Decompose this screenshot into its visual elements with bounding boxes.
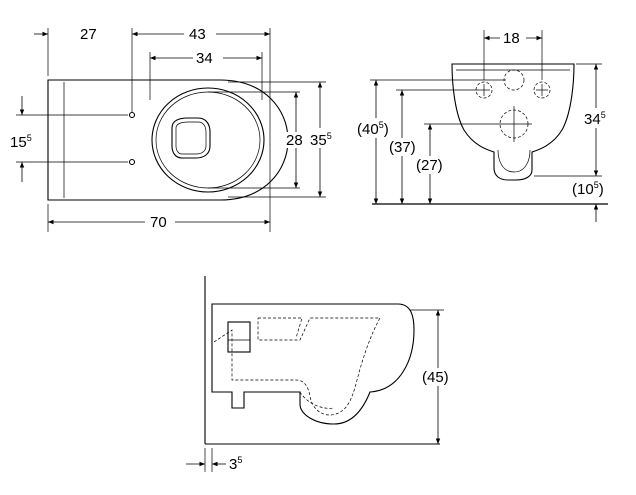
- inlet-left: [475, 81, 493, 99]
- dim-label-34-front: 345: [584, 110, 606, 128]
- fixing-hole-upper: [128, 111, 136, 119]
- dim-label-35: 355: [310, 131, 332, 149]
- side-view-outline: [211, 303, 415, 425]
- dim-label-34: 34: [196, 50, 213, 67]
- side-view: (45) 35: [186, 276, 454, 473]
- top-view: 27 43 34 155 28 355 70: [10, 26, 336, 232]
- dim-label-45: (45): [422, 369, 449, 386]
- inlet-right: [533, 81, 551, 99]
- top-view-outlet-inner: [175, 121, 207, 155]
- front-view-outline: [451, 63, 575, 181]
- dim-label-43: 43: [189, 26, 206, 43]
- dim-label-3: 35: [229, 455, 242, 473]
- dim-label-27: 27: [80, 26, 97, 43]
- top-view-outlet: [171, 117, 211, 159]
- dim-label-28: 28: [286, 132, 303, 149]
- dim-label-27-front: (27): [416, 157, 443, 174]
- inlet-center: [503, 69, 525, 91]
- dim-label-15: 155: [10, 133, 32, 151]
- dim-label-18: 18: [503, 30, 520, 47]
- dim-label-10: (105): [572, 180, 604, 198]
- front-view: 18 (405) (37) (27) 345 (105): [356, 30, 614, 222]
- fixing-hole-lower: [128, 158, 136, 166]
- dim-label-37: (37): [389, 139, 416, 156]
- top-view-bowl-rim: [151, 87, 265, 193]
- dim-label-40: (405): [357, 120, 389, 138]
- side-view-inlet: [227, 321, 251, 353]
- dim-label-70: 70: [150, 214, 167, 231]
- top-view-outline: [47, 79, 289, 201]
